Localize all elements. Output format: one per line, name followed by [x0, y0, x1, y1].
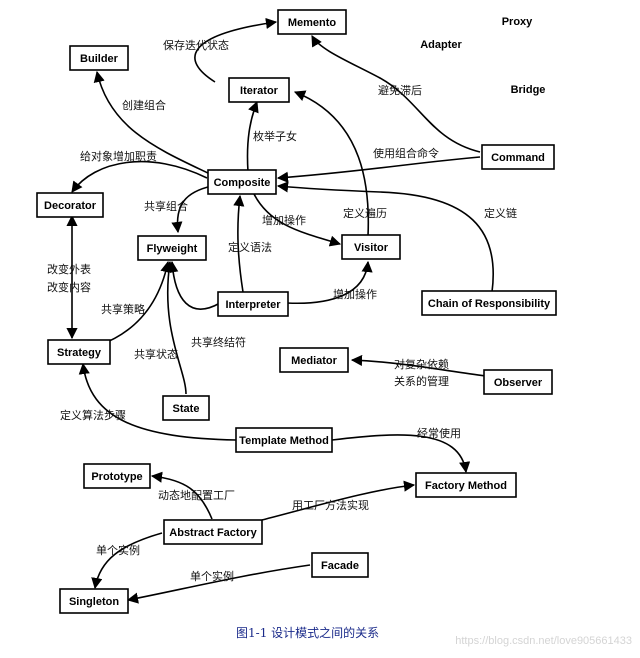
node-state: State [162, 395, 210, 421]
node-command-label: Command [491, 152, 545, 164]
label-define-algo-steps: 定义算法步骤 [60, 408, 126, 422]
edge-facade-singleton [126, 564, 311, 604]
node-builder-label: Builder [80, 53, 119, 65]
label-add-operation-1: 增加操作 [262, 213, 306, 227]
label-define-grammar: 定义语法 [228, 240, 272, 254]
node-facade: Facade [311, 552, 369, 578]
edge-template-factory [331, 434, 471, 474]
edge-composite-iterator [246, 100, 259, 173]
node-singleton: Singleton [59, 588, 129, 614]
node-strategy: Strategy [47, 339, 111, 365]
edge-visitor-iterator [293, 90, 370, 237]
node-observer: Observer [483, 369, 553, 395]
node-interpreter: Interpreter [217, 291, 289, 317]
label-single-instance-1: 单个实例 [96, 543, 140, 557]
label-share-strategy: 共享策略 [101, 302, 145, 316]
label-complex-dep-1: 对复杂依赖 [394, 357, 449, 371]
edge-composite-visitor [253, 193, 342, 247]
node-composite: Composite [207, 169, 277, 195]
edges [66, 17, 494, 604]
node-flyweight-label: Flyweight [147, 243, 198, 255]
figure-caption: 图1-1 设计模式之间的关系 [236, 625, 379, 640]
node-template-method-label: Template Method [239, 435, 329, 447]
node-interpreter-label: Interpreter [225, 299, 281, 311]
nodes: Memento Proxy Builder Adapter Iterator B… [36, 9, 557, 614]
edge-interpreter-composite [233, 194, 245, 293]
label-implement-with-fm: 用工厂方法实现 [292, 498, 369, 512]
edge-template-strategy [78, 362, 237, 441]
label-create-composite: 创建组合 [122, 98, 166, 112]
node-facade-label: Facade [321, 560, 359, 572]
label-add-operation-2: 增加操作 [333, 287, 377, 301]
label-use-composite-cmd: 使用组合命令 [373, 146, 439, 160]
node-template-method: Template Method [235, 427, 333, 453]
edge-strategy-flyweight [99, 260, 172, 346]
label-define-chain: 定义链 [484, 206, 517, 220]
node-adapter: Adapter [420, 39, 462, 51]
edge-iterator-memento [194, 17, 278, 83]
edge-state-flyweight [162, 260, 187, 395]
node-flyweight: Flyweight [137, 235, 207, 261]
node-iterator-label: Iterator [240, 85, 279, 97]
node-decorator: Decorator [36, 192, 104, 218]
node-singleton-label: Singleton [69, 596, 119, 608]
edge-interpreter-visitor [286, 260, 373, 305]
node-decorator-label: Decorator [44, 200, 97, 212]
label-share-state: 共享状态 [134, 347, 178, 361]
edge-chain-composite [276, 181, 494, 293]
node-factory-method: Factory Method [415, 472, 517, 498]
node-builder: Builder [69, 45, 129, 71]
node-factory-method-label: Factory Method [425, 480, 507, 492]
node-composite-label: Composite [214, 177, 271, 189]
edge-observer-mediator [350, 354, 487, 377]
label-share-terminal: 共享终结符 [191, 335, 246, 349]
node-visitor-label: Visitor [354, 242, 389, 254]
label-dynamic-config: 动态地配置工厂 [158, 489, 235, 502]
edge-command-memento [311, 35, 481, 153]
label-complex-dep-2: 关系的管理 [394, 374, 449, 388]
node-mediator-label: Mediator [291, 355, 338, 367]
label-single-instance-2: 单个实例 [190, 569, 234, 583]
node-iterator: Iterator [228, 77, 290, 103]
node-bridge: Bridge [511, 84, 546, 96]
node-abstract-factory: Abstract Factory [163, 519, 263, 545]
node-prototype: Prototype [83, 463, 151, 489]
label-often-use: 经常使用 [417, 427, 461, 440]
node-proxy: Proxy [502, 16, 533, 28]
label-change-skin: 改变外表 [47, 262, 91, 276]
edge-abstract-factory-method [261, 480, 416, 521]
label-save-iter-state: 保存迭代状态 [163, 38, 229, 52]
node-strategy-label: Strategy [57, 347, 102, 359]
label-avoid-lag: 避免滞后 [378, 83, 422, 97]
node-prototype-label: Prototype [91, 471, 142, 483]
node-proxy-label: Proxy [502, 16, 533, 28]
edge-labels: 保存迭代状态 避免滞后 创建组合 枚举子女 给对象增加职责 使用组合命令 共享组… [47, 38, 517, 583]
watermark: https://blog.csdn.net/love905661433 [455, 635, 632, 647]
label-add-duties: 给对象增加职责 [80, 149, 157, 163]
node-bridge-label: Bridge [511, 84, 546, 96]
edge-composite-builder [93, 70, 213, 176]
label-change-guts: 改变内容 [47, 280, 91, 294]
node-observer-label: Observer [494, 377, 543, 389]
node-chain-label: Chain of Responsibility [428, 298, 551, 310]
edge-interpreter-flyweight [167, 260, 221, 310]
label-share-composite: 共享组合 [144, 199, 188, 213]
edge-abstract-prototype [150, 471, 213, 520]
node-abstract-factory-label: Abstract Factory [169, 527, 257, 539]
node-command: Command [481, 144, 555, 170]
node-state-label: State [173, 403, 200, 415]
edge-abstract-singleton [91, 532, 163, 590]
label-enumerate-children: 枚举子女 [253, 129, 297, 143]
edge-command-composite [276, 156, 481, 183]
edge-composite-decorator [71, 160, 208, 193]
node-adapter-label: Adapter [420, 39, 462, 51]
edge-composite-flyweight [171, 185, 213, 234]
node-memento-label: Memento [288, 17, 337, 29]
node-mediator: Mediator [279, 347, 349, 373]
node-memento: Memento [277, 9, 347, 35]
label-define-traversal: 定义遍历 [343, 206, 387, 220]
node-chain: Chain of Responsibility [421, 290, 557, 316]
node-visitor: Visitor [341, 234, 401, 260]
